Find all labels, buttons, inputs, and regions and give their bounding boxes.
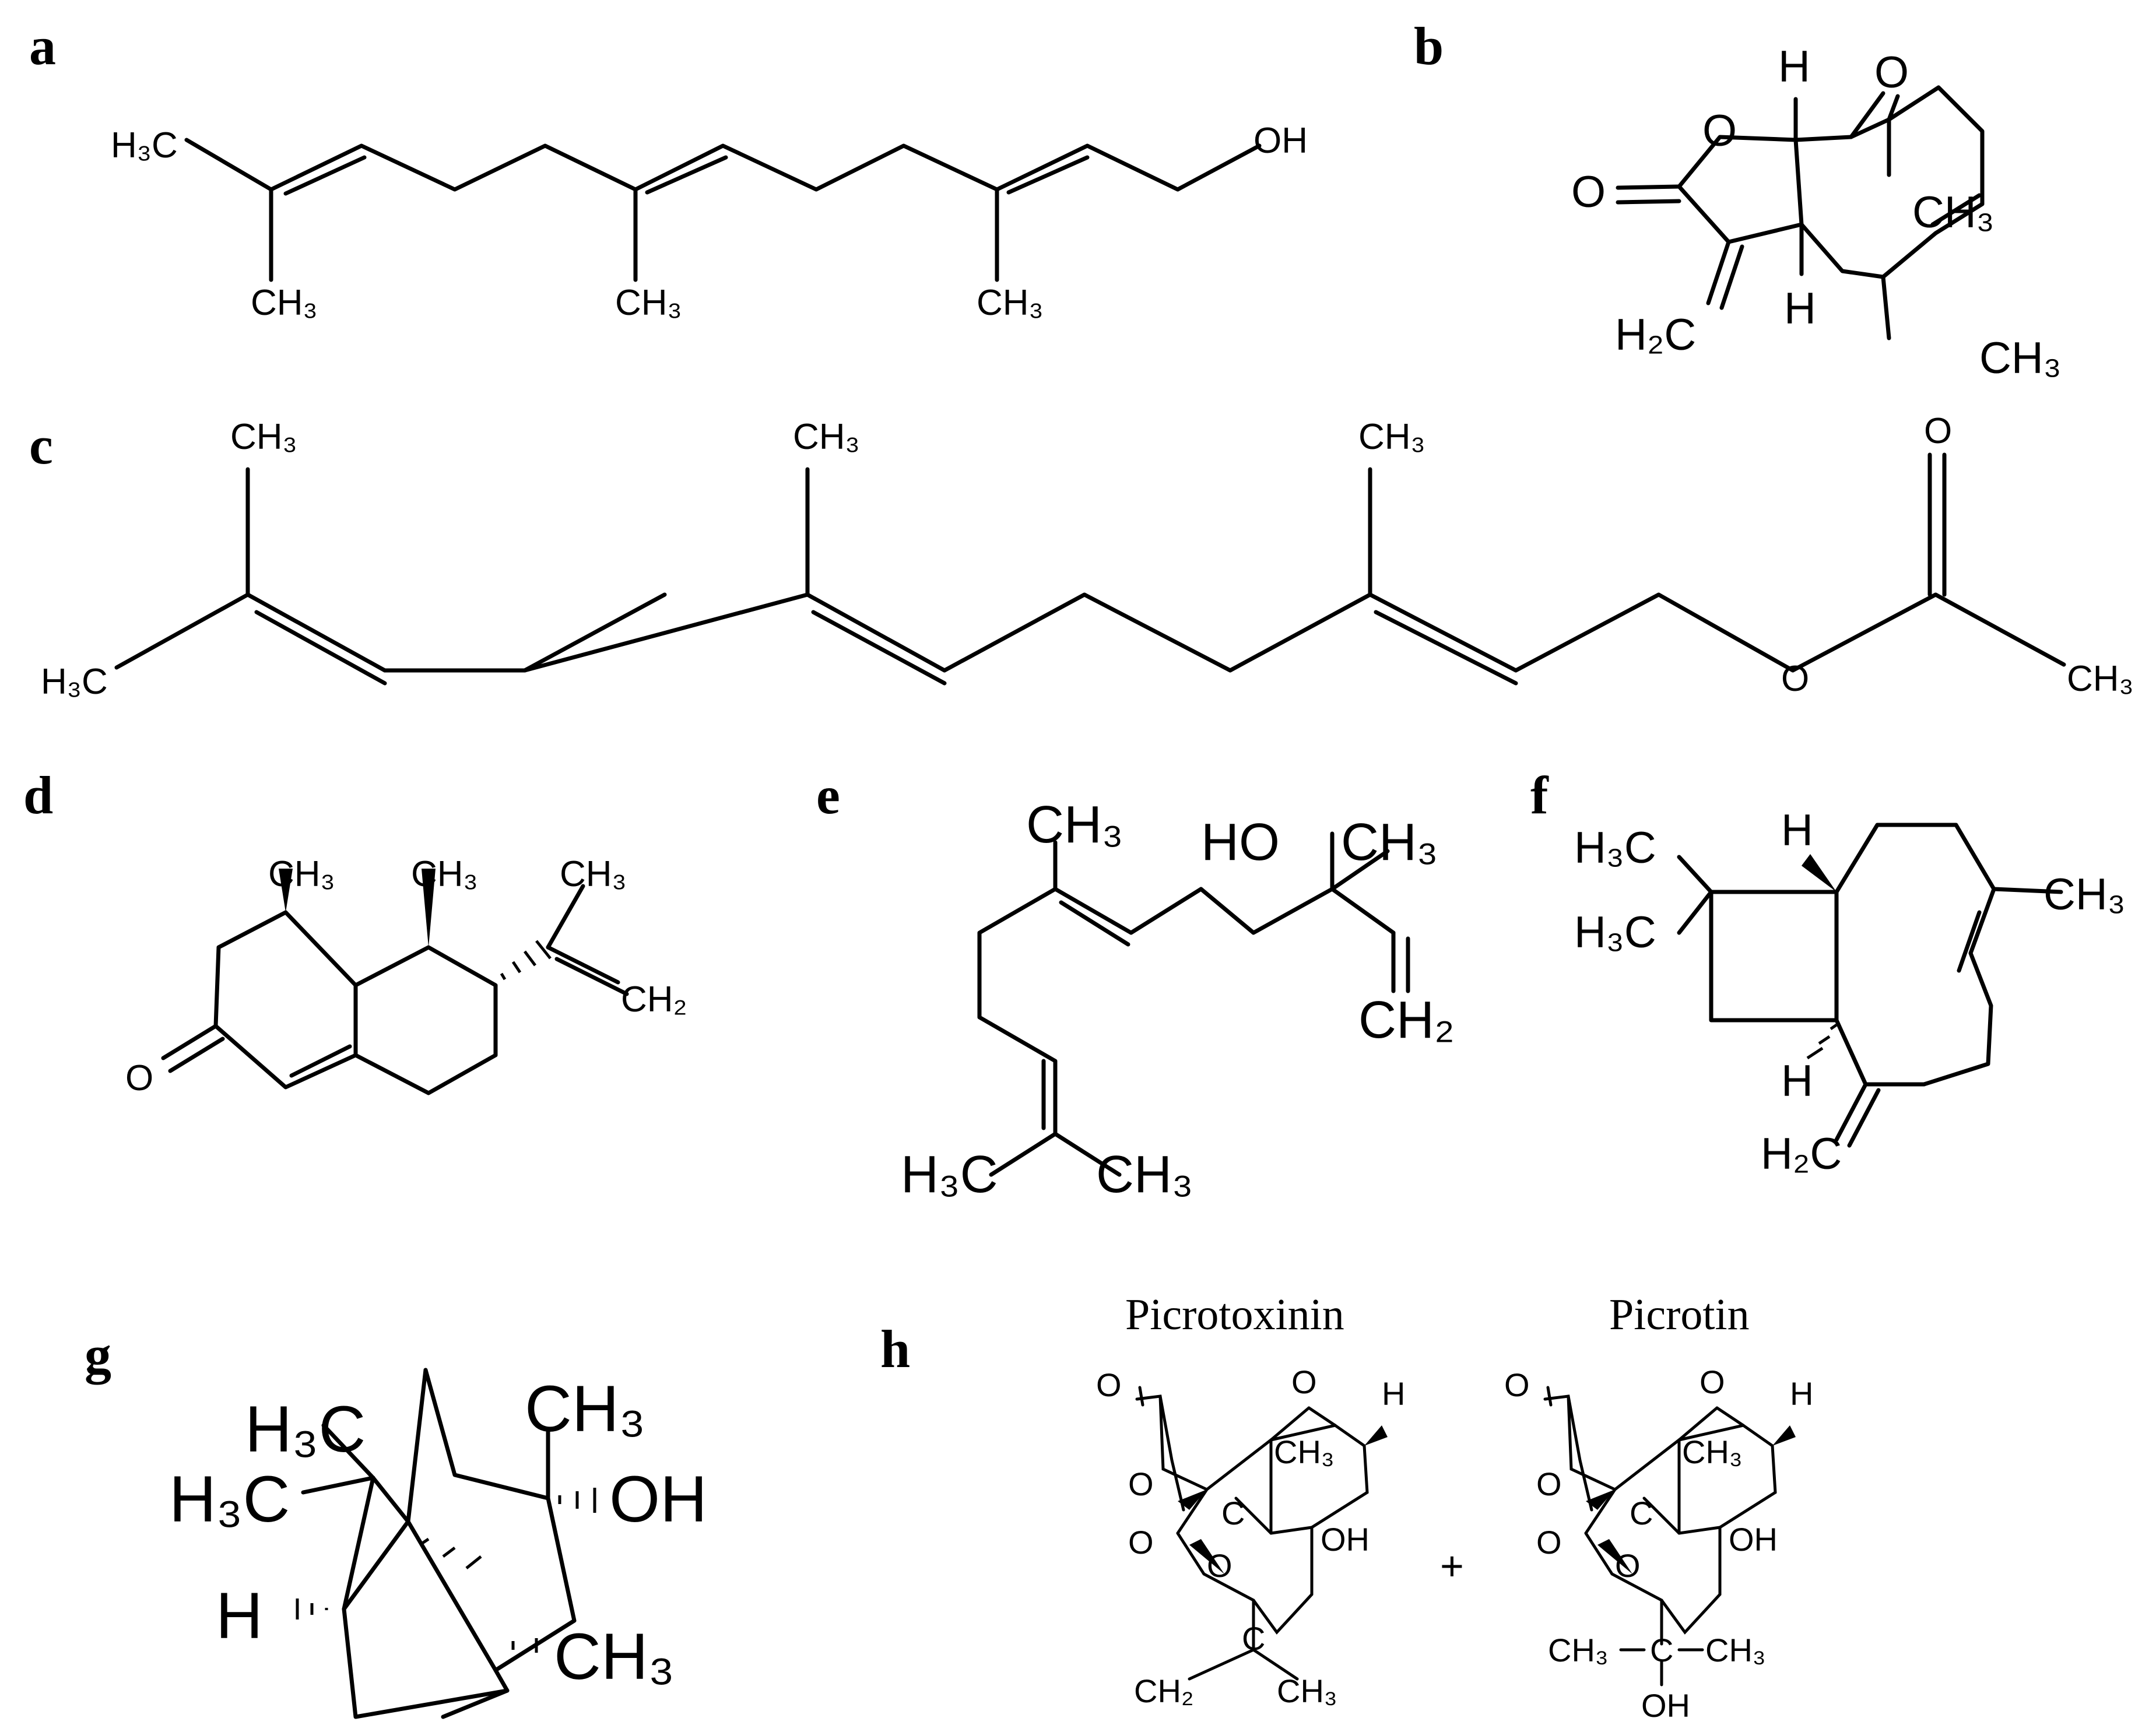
atom-label: O [1128, 1466, 1154, 1502]
atom-label: CH₂ [621, 979, 687, 1020]
atom-label: H₃C [1574, 823, 1656, 873]
panel-label-c: c [29, 416, 53, 475]
panel-label-e: e [816, 765, 840, 825]
atom-label: C [1630, 1495, 1653, 1531]
atom-label: H₃C [245, 1393, 366, 1466]
atom-label: O [1207, 1547, 1232, 1584]
compound-name-picrotoxinin: Picrotoxinin [1125, 1290, 1344, 1339]
picrotin-structure: O O O H CH₃ O C O OH CH₃ C CH₃ OH [1504, 1364, 1813, 1724]
atom-label: CH₃ [615, 283, 682, 323]
atom-label: H₂C [1761, 1129, 1842, 1179]
atom-label: CH₃ [560, 854, 627, 894]
atom-label: CH₃ [1341, 813, 1438, 872]
atom-label: H [216, 1579, 263, 1652]
molecule-h: h Picrotoxinin Picrotin + O O O H [880, 1290, 1813, 1724]
atom-label: OH [1321, 1521, 1370, 1558]
atom-label: CH₃ [2067, 659, 2134, 699]
atom-label: O [125, 1058, 153, 1098]
molecule-f: f H₃C H₃C H CH₃ H H₂C [1530, 765, 2126, 1179]
atom-label: C [1242, 1620, 1265, 1657]
atom-label: H [1781, 806, 1813, 855]
atom-label: H₃C [111, 125, 178, 166]
atom-label: CH₃ [1979, 333, 2062, 383]
atom-label: CH₃ [977, 283, 1044, 323]
atom-label: H [1382, 1375, 1405, 1412]
atom-label: CH₃ [1548, 1632, 1609, 1668]
molecule-a: a H₃C CH₃ CH₃ CH₃ OH [29, 16, 1308, 323]
atom-label: CH₃ [1705, 1632, 1766, 1668]
atom-label: CH₃ [525, 1372, 645, 1445]
atom-label: H₂C [1615, 310, 1696, 360]
atom-label: CH₂ [1134, 1673, 1194, 1709]
atom-label: O [1702, 106, 1737, 156]
molecule-b: b H O O O CH₃ H H₂C CH₃ [1414, 16, 2062, 383]
atom-label: OH [609, 1463, 707, 1536]
panel-label-a: a [29, 16, 56, 76]
atom-label: CH₂ [1358, 991, 1455, 1049]
atom-label: O [1096, 1366, 1122, 1403]
atom-label: CH₃ [230, 417, 297, 457]
atom-label: O [1128, 1524, 1154, 1561]
atom-label: H₃C [41, 662, 108, 702]
panel-label-d: d [23, 765, 53, 825]
compound-name-picrotin: Picrotin [1609, 1290, 1750, 1339]
molecule-d: d CH₃ CH₃ CH₃ CH₂ O [23, 765, 687, 1098]
atom-label: CH₃ [554, 1620, 675, 1693]
atom-label: O [1536, 1466, 1562, 1502]
atom-label: H₃C [1574, 908, 1656, 957]
atom-label: CH₃ [1912, 188, 1995, 237]
atom-label: CH₃ [1096, 1146, 1193, 1204]
atom-label: CH₃ [2043, 870, 2126, 919]
atom-label: CH₃ [1274, 1434, 1335, 1470]
panel-label-f: f [1530, 765, 1549, 825]
atom-label: H₃C [169, 1463, 290, 1536]
atom-label: O [1536, 1524, 1562, 1561]
atom-label: O [1781, 659, 1809, 699]
molecule-e: e CH₃ HO CH₃ CH₂ H₃C CH₃ [816, 765, 1455, 1204]
panel-label-g: g [85, 1325, 111, 1385]
atom-label: CH₃ [251, 283, 318, 323]
atom-label: CH₃ [268, 854, 335, 894]
atom-label: C [1221, 1495, 1245, 1531]
atom-label: H₃C [901, 1146, 998, 1204]
panel-label-h: h [880, 1319, 910, 1379]
atom-label: OH [1729, 1521, 1778, 1558]
atom-label: CH₃ [1277, 1673, 1337, 1709]
panel-label-b: b [1414, 16, 1444, 76]
atom-label: CH₃ [1026, 796, 1123, 854]
picrotoxinin-structure: O O O H CH₃ O C O OH CH₂ C CH₃ [1096, 1364, 1405, 1709]
atom-label: O [1571, 167, 1606, 217]
molecule-g: g H₃C H₃C CH₃ OH H CH₃ [85, 1325, 707, 1719]
atom-label: C [1650, 1632, 1673, 1668]
atom-label: O [1504, 1366, 1530, 1403]
atom-label: H [1778, 42, 1810, 92]
atom-label: H [1790, 1375, 1813, 1412]
atom-label: OH [1641, 1687, 1690, 1724]
atom-label: O [1291, 1364, 1317, 1400]
atom-label: O [1699, 1364, 1725, 1400]
atom-label: O [1615, 1547, 1641, 1584]
atom-label: CH₃ [793, 417, 860, 457]
atom-label: CH₃ [411, 854, 478, 894]
atom-label: O [1874, 48, 1909, 97]
plus-sign: + [1440, 1543, 1464, 1589]
atom-label: CH₃ [1682, 1434, 1743, 1470]
molecule-c: c CH₃ CH₃ CH₃ H₃C O O CH₃ [29, 411, 2134, 702]
atom-label: H [1781, 1056, 1813, 1106]
atom-label: CH₃ [1358, 417, 1425, 457]
atom-label: OH [1253, 121, 1308, 161]
atom-label: O [1924, 411, 1952, 451]
atom-label: H [1784, 284, 1816, 333]
atom-label: HO [1201, 813, 1280, 872]
